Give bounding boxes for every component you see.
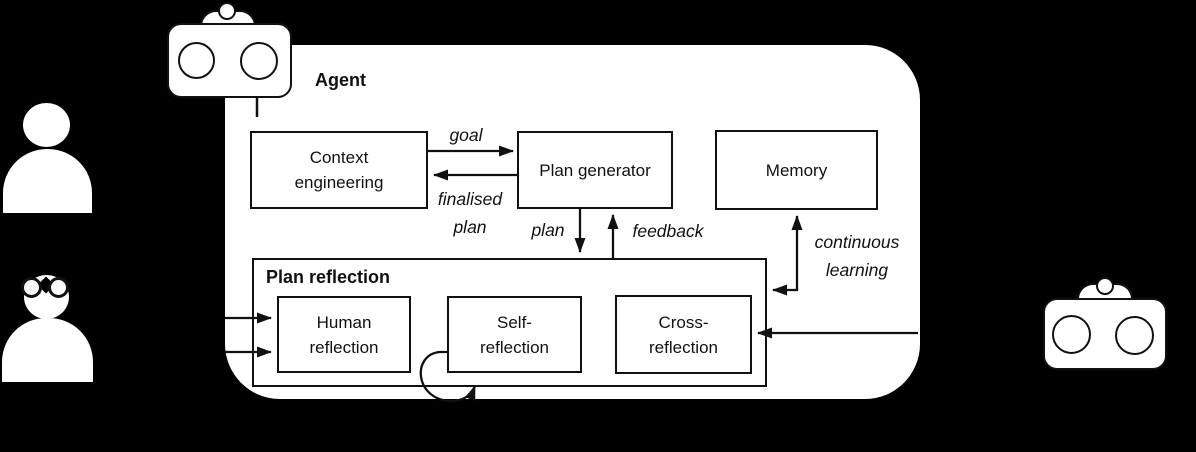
plan-generator-label: Plan generator	[539, 160, 651, 180]
person-left-goggle-shape	[21, 277, 42, 298]
self-reflection-label-line1: Self-	[497, 312, 532, 332]
cross-reflection-label-line1: Cross-	[658, 312, 709, 332]
human-reflection-box: Human reflection	[277, 296, 411, 373]
external-robot-left-eye-shape	[1052, 315, 1091, 354]
plan-generator-box: Plan generator	[517, 131, 673, 209]
person-head-shape	[23, 103, 70, 147]
agent-panel-title: Agent	[315, 70, 366, 90]
self-reflection-box: Self- reflection	[447, 296, 582, 373]
cross-reflection-label-line2: reflection	[649, 337, 718, 357]
person-right-goggle-shape	[48, 277, 69, 298]
person-body-shape	[3, 149, 92, 213]
context-engineering-label-line1: Context	[309, 148, 369, 167]
external-robot-right-eye-shape	[1115, 316, 1154, 355]
plan-reflection-title: Plan reflection	[266, 267, 391, 287]
external-robot-antenna-shape	[1096, 277, 1114, 295]
plan-reflection-group: Plan reflection	[252, 258, 767, 387]
memory-box: Memory	[715, 130, 878, 210]
continuous-learning-edge-label: continuous learning	[815, 228, 900, 284]
robot-left-eye-shape	[178, 42, 215, 79]
finalised-plan-edge-label-line2: plan	[453, 217, 487, 237]
plan-edge-label: plan	[531, 220, 565, 240]
human-reflection-label-line2: reflection	[309, 337, 379, 357]
context-engineering-label-line2: engineering	[294, 173, 384, 192]
cross-reflection-box: Cross- reflection	[615, 295, 752, 374]
continuous-learning-edge-label-line2: learning	[825, 260, 889, 280]
robot-right-eye-shape	[240, 42, 278, 80]
continuous-learning-edge-label-line1: continuous	[814, 232, 900, 252]
person-glasses-body-shape	[2, 318, 93, 382]
self-reflection-label-line2: reflection	[480, 337, 549, 357]
memory-label: Memory	[765, 160, 828, 180]
human-reflection-label-line1: Human	[316, 312, 372, 332]
robot-antenna-shape	[218, 2, 236, 20]
finalised-plan-edge-label: finalised plan	[438, 185, 502, 241]
goal-edge-label: goal	[449, 125, 483, 145]
context-engineering-box: Context engineering	[250, 131, 428, 209]
feedback-edge-label: feedback	[632, 221, 704, 241]
finalised-plan-edge-label-line1: finalised	[437, 189, 503, 209]
